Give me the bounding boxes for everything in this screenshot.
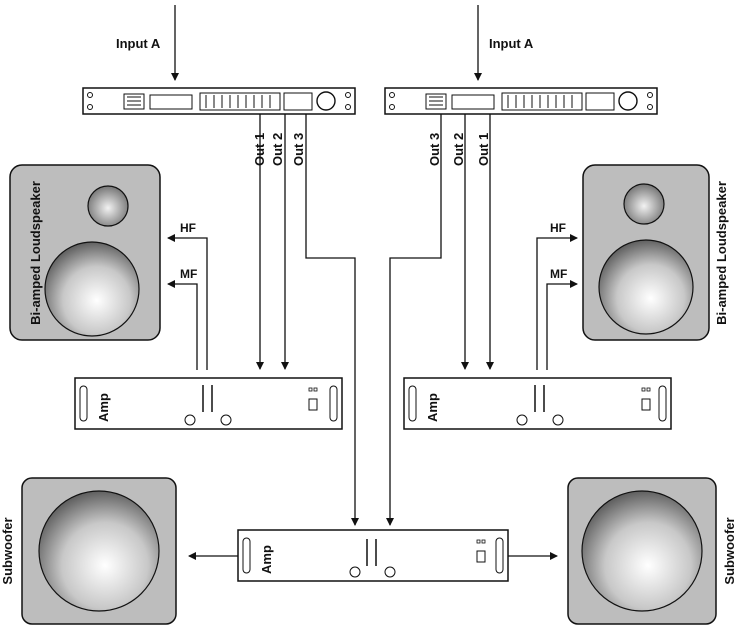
output-label-right-2: Out 2 xyxy=(451,133,466,166)
speaker-left xyxy=(9,164,161,341)
speaker-label-right: Bi-amped Loudspeaker xyxy=(714,181,729,325)
wire-left-out3 xyxy=(305,114,359,526)
amp-center xyxy=(237,529,509,582)
speaker-label-left: Bi-amped Loudspeaker xyxy=(28,181,43,325)
wire-right-out3 xyxy=(386,114,442,526)
output-label-left-3: Out 3 xyxy=(291,133,306,166)
hf-label-right: HF xyxy=(550,221,566,235)
wire-left-hf xyxy=(167,234,208,370)
hf-label-left: HF xyxy=(180,221,196,235)
input-label-right: Input A xyxy=(489,36,534,51)
wire-right-hf xyxy=(536,234,578,370)
output-label-left-2: Out 2 xyxy=(270,133,285,166)
speaker-right xyxy=(582,164,710,341)
output-label-right-1: Out 1 xyxy=(476,133,491,166)
processor-right xyxy=(384,87,658,115)
mf-label-left: MF xyxy=(180,267,197,281)
amp-label-right: Amp xyxy=(425,393,440,422)
subwoofer-right xyxy=(567,477,717,625)
wire-right-mf xyxy=(546,280,578,370)
amp-left xyxy=(74,377,343,430)
amp-right xyxy=(403,377,672,430)
processor-left xyxy=(82,87,356,115)
amp-label-center: Amp xyxy=(259,545,274,574)
subwoofer-label-right: Subwoofer xyxy=(722,517,737,584)
subwoofer-left xyxy=(21,477,177,625)
wire-left-mf xyxy=(167,280,198,370)
mf-label-right: MF xyxy=(550,267,567,281)
input-label-left: Input A xyxy=(116,36,161,51)
subwoofer-label-left: Subwoofer xyxy=(0,517,15,584)
output-label-right-3: Out 3 xyxy=(427,133,442,166)
amp-label-left: Amp xyxy=(96,393,111,422)
